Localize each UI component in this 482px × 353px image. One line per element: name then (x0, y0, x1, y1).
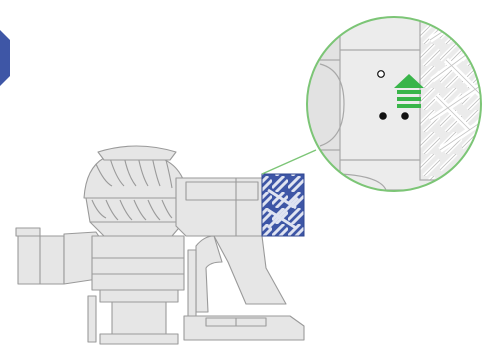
indicator-light-unlit (377, 70, 385, 78)
arrow-up-icon (394, 74, 424, 108)
handle (187, 235, 287, 317)
callout-leader (261, 149, 317, 175)
cyclone-head (83, 145, 189, 237)
vacuum-body (15, 145, 305, 345)
nav-chevron-icon[interactable] (0, 30, 10, 86)
filter (261, 173, 305, 237)
nozzle-duct (15, 227, 105, 285)
callout-zoom (306, 16, 482, 192)
indicator-light-lit (401, 112, 409, 120)
battery (183, 315, 305, 341)
motor-body (175, 177, 263, 237)
indicator-light-lit (379, 112, 387, 120)
cyclone-bin (87, 235, 185, 345)
